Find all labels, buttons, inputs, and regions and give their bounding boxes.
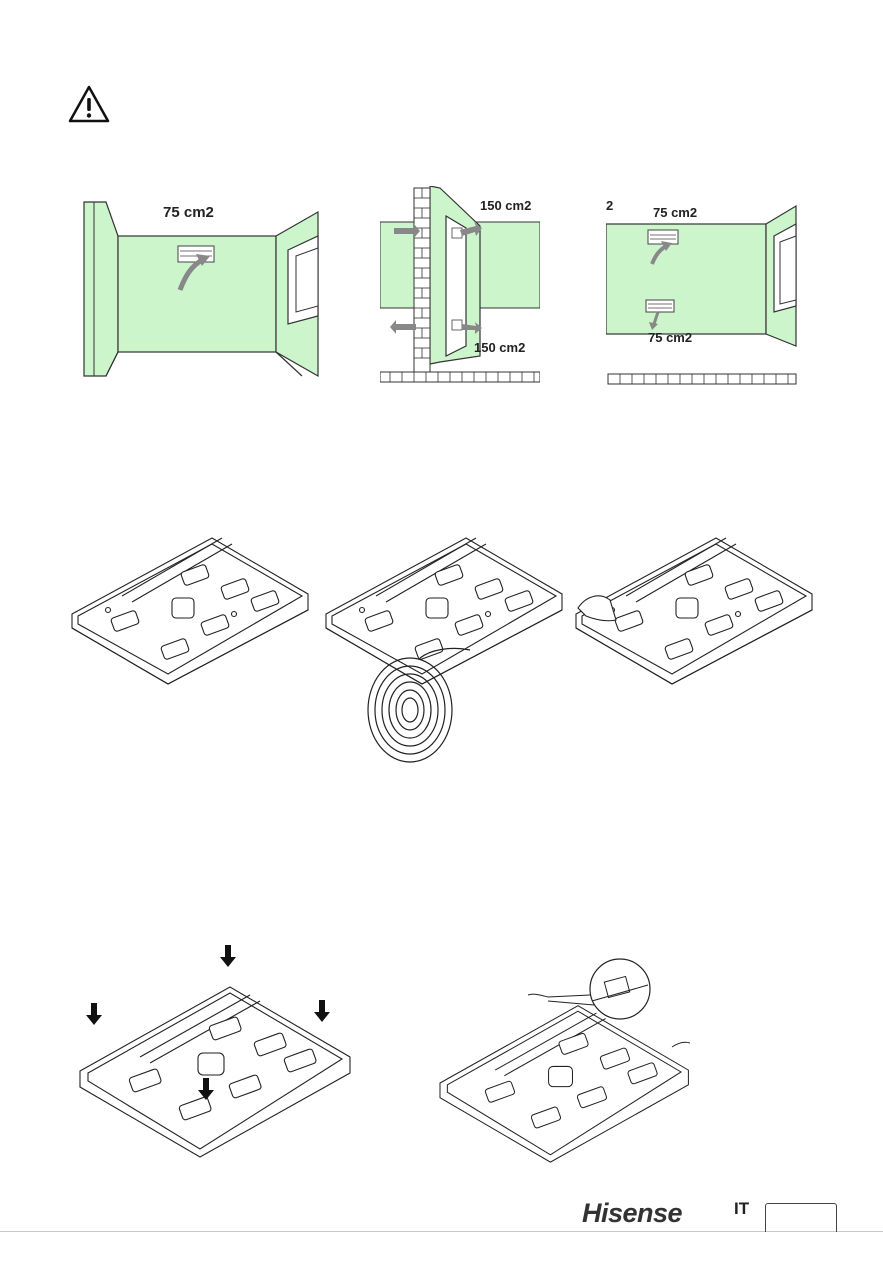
language-code: IT: [734, 1199, 749, 1219]
vent-area-label-bottom: 150 cm2: [474, 340, 525, 355]
footer-divider: [0, 1231, 883, 1232]
vent-area-label-bottom: 75 cm2: [648, 330, 692, 345]
hob-fixing-figures: [0, 945, 883, 1165]
ventilation-figure-1: 75 cm2: [82, 196, 322, 380]
page-number-box: [765, 1203, 837, 1232]
ventilation-figure-3: 2 75 cm2 75 cm2: [606, 196, 798, 390]
vent-area-label: 75 cm2: [163, 204, 214, 221]
hob-seal-figures: [0, 500, 883, 780]
vent-area-label-top: 150 cm2: [480, 198, 531, 213]
warning-icon: [67, 84, 111, 124]
ventilation-figure-2: 150 cm2 150 cm2: [380, 186, 540, 386]
brand-logo: Hisense: [582, 1198, 682, 1229]
vent-area-label-top: 75 cm2: [653, 205, 697, 220]
vent-area-label-cut: 2: [606, 198, 613, 213]
